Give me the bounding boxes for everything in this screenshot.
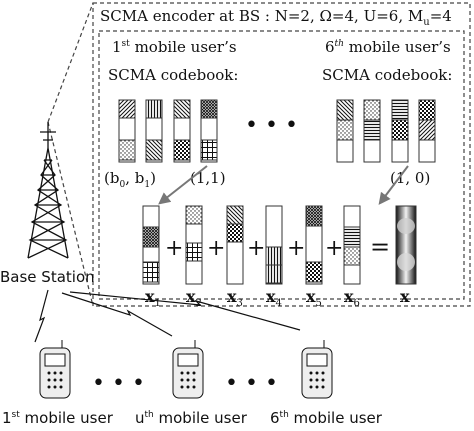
mobile-phone-icon bbox=[39, 340, 71, 399]
users-ellipsis: • • • bbox=[92, 371, 145, 396]
sixth-user-codebook bbox=[336, 99, 436, 163]
codeword-x4 bbox=[265, 205, 283, 285]
x-result-label: x bbox=[400, 287, 410, 306]
codeword-x1 bbox=[142, 205, 160, 285]
bits-label: (b0, b1) bbox=[104, 169, 156, 190]
first-mobile-user-label: 1st mobile user bbox=[2, 409, 114, 427]
codebook-boundary bbox=[98, 30, 465, 300]
x2-label: x2 bbox=[186, 287, 202, 309]
codeword-x-result bbox=[395, 205, 417, 285]
codeword bbox=[173, 99, 191, 163]
x3-label: x3 bbox=[227, 287, 243, 309]
link-to-sixth-user bbox=[69, 291, 301, 331]
superposition-row: + + + + + = x1 x2 x3 x4 x5 x6 x bbox=[142, 205, 417, 309]
plus-sign: + bbox=[287, 236, 305, 261]
codeword bbox=[336, 99, 354, 163]
sixth-user-codebook-label: SCMA codebook: bbox=[322, 66, 452, 84]
first-user-codebook-label: SCMA codebook: bbox=[108, 66, 238, 84]
sixth-user-title: 6th mobile user’s bbox=[325, 38, 451, 56]
x4-label: x4 bbox=[266, 287, 282, 309]
base-station-label: Base Station bbox=[0, 268, 95, 286]
mobile-phone-icon bbox=[172, 340, 204, 399]
sixth-user-arrow bbox=[378, 165, 409, 205]
codeword bbox=[363, 99, 381, 163]
codeword-x3 bbox=[226, 205, 244, 285]
plus-sign: + bbox=[247, 236, 265, 261]
sixth-user-pick-label: (1, 0) bbox=[390, 169, 430, 187]
wireless-links bbox=[34, 289, 301, 343]
encoder-boundary bbox=[92, 2, 471, 307]
first-user-arrow bbox=[158, 165, 208, 205]
first-user-title: 1st mobile user’s bbox=[112, 38, 237, 56]
first-user-pick-label: (1,1) bbox=[190, 169, 226, 187]
x5-label: x5 bbox=[306, 287, 322, 309]
codeword-x5 bbox=[305, 205, 323, 285]
x6-label: x6 bbox=[344, 287, 360, 309]
link-to-uth-user bbox=[61, 292, 173, 337]
link-to-first-user bbox=[34, 289, 49, 343]
first-user-codebook bbox=[118, 99, 218, 163]
x1-label: x1 bbox=[145, 287, 161, 309]
plus-sign: + bbox=[207, 236, 225, 261]
sixth-mobile-user-label: 6th mobile user bbox=[270, 409, 383, 427]
codeword bbox=[418, 99, 436, 163]
base-station-tower-icon bbox=[27, 122, 69, 259]
zoom-lines bbox=[47, 2, 94, 307]
codebook-ellipsis: • • • bbox=[245, 113, 298, 138]
codeword-x2 bbox=[185, 205, 203, 285]
uth-mobile-user-label: uth mobile user bbox=[135, 409, 248, 427]
codeword bbox=[118, 99, 136, 163]
plus-sign: + bbox=[165, 236, 183, 261]
equals-sign: = bbox=[370, 233, 390, 261]
codeword bbox=[391, 99, 409, 163]
codeword-x6 bbox=[343, 205, 361, 285]
mobile-phone-icon bbox=[301, 340, 333, 399]
plus-sign: + bbox=[325, 236, 343, 261]
codeword bbox=[145, 99, 163, 163]
codeword bbox=[200, 99, 218, 163]
users-ellipsis: • • • bbox=[225, 371, 278, 396]
encoder-title: SCMA encoder at BS : N=2, Ω=4, U=6, Mu=4 bbox=[100, 7, 452, 28]
